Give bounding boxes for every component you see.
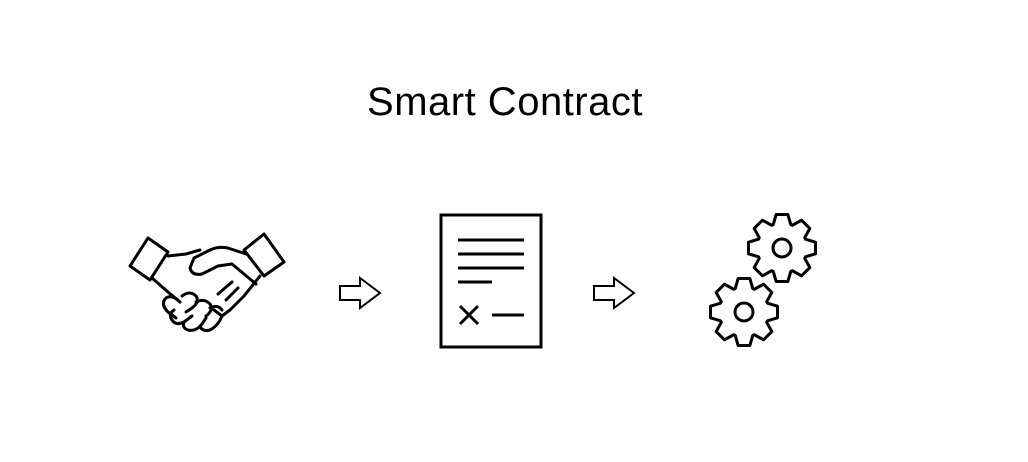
arrow-right-icon [592, 276, 636, 310]
gear-icon [747, 213, 817, 283]
handshake-icon [126, 228, 288, 332]
diagram-title: Smart Contract [367, 80, 643, 124]
gear-icon [709, 277, 779, 347]
gears-icon [704, 212, 824, 352]
contract-document-icon [438, 212, 544, 350]
arrow-right-icon [338, 276, 382, 310]
